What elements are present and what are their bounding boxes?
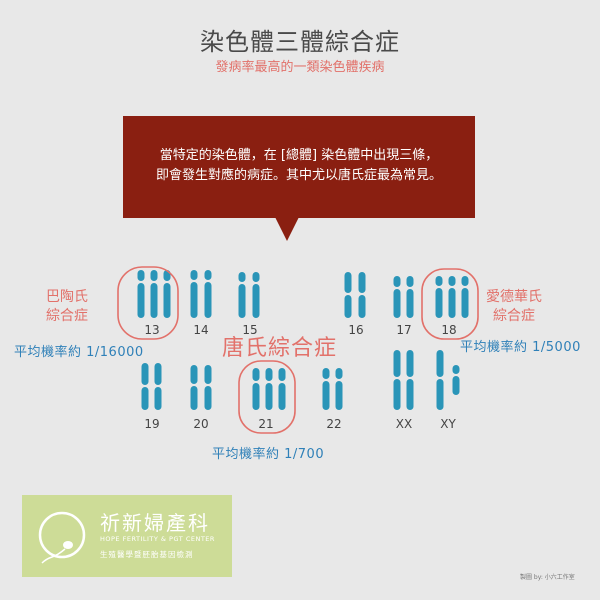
logo-tagline: 生殖醫學暨胚胎基因檢測: [100, 550, 194, 559]
chromosome-xx-1: [393, 350, 401, 410]
highlight-circle-13: [117, 266, 179, 340]
down-probability: 平均機率約 1/700: [212, 447, 325, 462]
chromosome-18-1: [435, 276, 443, 318]
chromosome-label-15: 15: [242, 323, 258, 337]
chromosome-20-2: [204, 365, 212, 410]
credit-text: 製圖 by: 小六工作室: [520, 574, 575, 581]
chromosome-13-3: [163, 270, 171, 318]
patau-syndrome-label: 巴陶氏 綜合症: [46, 289, 88, 324]
callout-box: 當特定的染色體，在 [總體] 染色體中出現三條， 即會發生對應的病症。其中尤以唐…: [123, 116, 475, 218]
chromosome-label-20: 20: [193, 417, 209, 431]
chromosome-label-19: 19: [144, 417, 160, 431]
chromosome-label-21: 21: [258, 417, 274, 431]
chromosome-label-18: 18: [441, 323, 457, 337]
chromosome-16-1: [344, 272, 352, 318]
down-syndrome-label: 唐氏綜合症: [222, 336, 338, 361]
chromosome-xy-y-1: [452, 365, 460, 395]
chromosome-15-2: [252, 272, 260, 318]
chromosome-19-1: [141, 363, 149, 410]
highlight-circle-21: [238, 360, 296, 434]
chromosome-22-1: [322, 368, 330, 410]
chromosome-14-2: [204, 270, 212, 318]
chromosome-layer: [137, 270, 469, 410]
callout-text: 當特定的染色體，在 [總體] 染色體中出現三條， 即會發生對應的病症。其中尤以唐…: [155, 148, 442, 183]
chromosome-13-1: [137, 270, 145, 318]
chromosome-15-1: [238, 272, 246, 318]
chromosome-label-16: 16: [348, 323, 364, 337]
chromosome-label-17: 17: [396, 323, 412, 337]
logo-subtitle: HOPE FERTILITY & PGT CENTER: [100, 535, 215, 543]
chromosome-13-2: [150, 270, 158, 318]
chromosome-label-xy: XY: [440, 417, 456, 431]
chromosome-label-14: 14: [193, 323, 209, 337]
highlight-circles: [117, 266, 479, 434]
chromosome-xx-2: [406, 350, 414, 410]
chromosome-16-2: [358, 272, 366, 318]
patau-probability: 平均機率約 1/16000: [14, 345, 144, 360]
chromosome-label-xx: XX: [395, 417, 413, 431]
chromosome-17-2: [406, 276, 414, 318]
chromosome-label-13: 13: [144, 323, 160, 337]
chromosome-14-1: [190, 270, 198, 318]
highlight-circle-18: [421, 268, 479, 340]
page-title: 染色體三體綜合症: [200, 28, 400, 56]
chromosome-18-3: [461, 276, 469, 318]
chromosome-xy-x-1: [436, 350, 444, 410]
chromosome-20-1: [190, 365, 198, 410]
chromosome-21-1: [252, 368, 260, 410]
chromosome-22-2: [335, 368, 343, 410]
logo-title: 祈新婦產科: [100, 511, 210, 535]
chromosome-18-2: [448, 276, 456, 318]
callout-tail: [275, 217, 299, 241]
chromosome-label-22: 22: [326, 417, 342, 431]
chromosome-19-2: [154, 363, 162, 410]
clinic-logo: 祈新婦產科 HOPE FERTILITY & PGT CENTER 生殖醫學暨胚…: [22, 495, 232, 577]
chromosome-21-3: [278, 368, 286, 410]
edwards-probability: 平均機率約 1/5000: [460, 340, 581, 355]
chromosome-21-2: [265, 368, 273, 410]
page-subtitle: 發病率最高的一類染色體疾病: [215, 60, 385, 75]
sperm-egg-icon: [38, 511, 86, 564]
edwards-syndrome-label: 愛德華氏 綜合症: [486, 289, 542, 324]
chromosome-17-1: [393, 276, 401, 318]
